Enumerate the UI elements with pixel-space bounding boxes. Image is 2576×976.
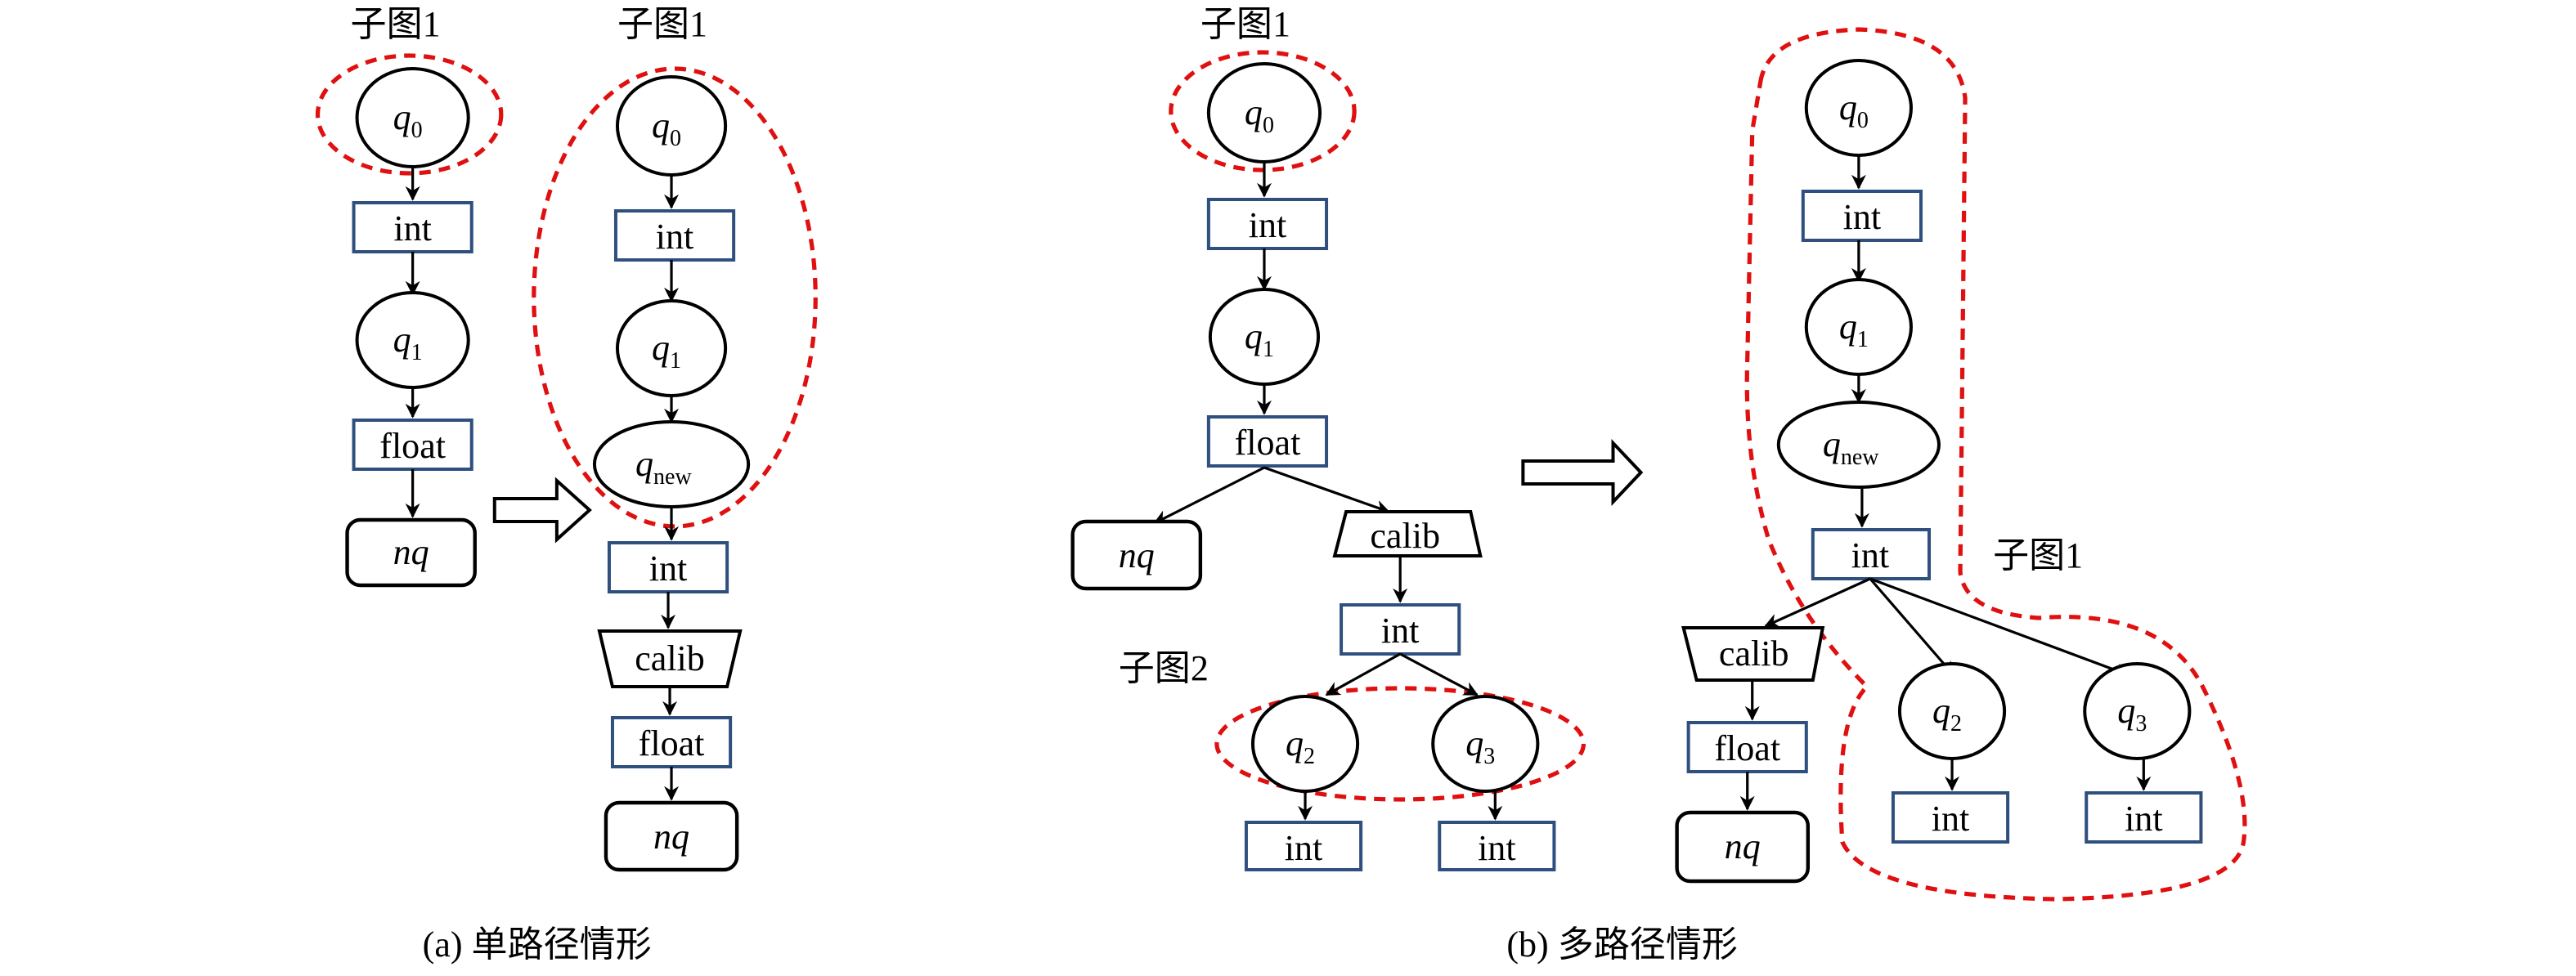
state-label-q3: q3 <box>1465 723 1495 769</box>
state-label-q1: q1 <box>1245 316 1274 362</box>
cast-node-float <box>352 419 473 471</box>
terminal-label: nq <box>1725 826 1761 866</box>
cast-node-int <box>1244 821 1363 871</box>
state-node-qnew <box>1776 401 1941 489</box>
edge <box>1263 466 1390 515</box>
cast-label: int <box>393 208 431 248</box>
terminal-label: nq <box>1119 535 1155 575</box>
terminal-label: nq <box>653 817 689 857</box>
edge <box>1869 577 1955 677</box>
panel-b-after: 子图1 q0 int q1 qnew int calib float nq q2… <box>1675 27 2247 902</box>
panel-a-before: 子图1 q0 int q1 float nq <box>315 4 504 588</box>
cast-label: int <box>1851 535 1889 575</box>
cast-label: int <box>1249 205 1286 245</box>
group-label-subgraph1: 子图1 <box>1993 535 2083 575</box>
cast-label: int <box>1285 828 1322 868</box>
calib-label: calib <box>1719 634 1789 674</box>
panel-a-after: 子图1 q0 int q1 qnew int calib float nq <box>532 4 818 872</box>
state-label-q0: q0 <box>652 105 681 151</box>
state-node-q3 <box>1431 695 1540 793</box>
subgraph2-outline <box>1214 686 1586 802</box>
panel-b-before: 子图1 q0 int q1 float nq calib int 子图2 q2 … <box>1070 4 1586 871</box>
calib-label: calib <box>1370 516 1440 556</box>
state-label-q3: q3 <box>2117 691 2147 736</box>
state-label-q1: q1 <box>393 320 423 365</box>
cast-label: float <box>1714 728 1780 768</box>
calib-label: calib <box>635 638 705 678</box>
cast-node-int <box>607 541 729 593</box>
state-label-q1: q1 <box>652 328 681 374</box>
cast-label: int <box>656 217 693 257</box>
terminal-node-nq <box>345 517 477 588</box>
cast-node-int <box>1206 198 1329 250</box>
cast-node-float <box>1206 415 1329 468</box>
edge <box>1325 652 1401 696</box>
cast-label: float <box>1235 423 1301 463</box>
cast-node-int <box>2085 791 2203 844</box>
cast-label: int <box>649 548 687 589</box>
cast-label: int <box>2125 799 2162 839</box>
cast-label: int <box>1843 197 1881 237</box>
state-label-q2: q2 <box>1932 691 1962 736</box>
subgraph1-outline <box>315 53 504 176</box>
state-label-qnew: qnew <box>1823 424 1879 470</box>
subgraph1-outline <box>532 66 818 529</box>
cast-node-int <box>613 209 736 262</box>
caption-b: (b) 多路径情形 <box>1506 925 1738 965</box>
calib-node <box>1332 510 1483 557</box>
terminal-label: nq <box>393 532 429 572</box>
state-label-q0: q0 <box>393 97 423 143</box>
edge <box>1764 577 1871 628</box>
calib-node <box>1681 626 1825 682</box>
cast-label: float <box>379 426 446 466</box>
cast-node-float <box>610 716 733 768</box>
cast-node-float <box>1686 721 1808 773</box>
cast-label: int <box>1381 611 1419 651</box>
state-label-q0: q0 <box>1839 87 1869 133</box>
state-label-qnew: qnew <box>635 444 692 490</box>
caption-a: (a) 单路径情形 <box>423 925 652 965</box>
edge <box>1399 652 1479 696</box>
hollow-right-arrow-icon <box>1521 438 1644 507</box>
terminal-node-nq <box>1675 810 1811 884</box>
cast-label: int <box>1932 799 1969 839</box>
terminal-node-nq <box>604 800 739 872</box>
state-label-q2: q2 <box>1286 723 1315 769</box>
cast-node-int <box>1891 791 2010 844</box>
hollow-right-arrow-icon <box>492 477 592 544</box>
cast-node-int <box>1438 821 1556 871</box>
state-node-q3 <box>2083 662 2192 760</box>
group-label-subgraph1: 子图1 <box>1200 4 1290 44</box>
group-label-subgraph1: 子图1 <box>351 4 441 44</box>
cast-label: float <box>639 723 705 763</box>
state-label-q0: q0 <box>1245 92 1274 138</box>
cast-node-int <box>1801 190 1923 242</box>
calib-node <box>597 629 743 688</box>
edge <box>1869 577 2130 678</box>
state-label-q1: q1 <box>1839 307 1869 352</box>
cast-label: int <box>1478 828 1515 868</box>
terminal-node-nq <box>1070 519 1203 591</box>
cast-node-int <box>1811 528 1931 580</box>
group-label-subgraph2: 子图2 <box>1119 648 1209 688</box>
subgraph1-outline <box>1169 50 1357 172</box>
group-label-subgraph1: 子图1 <box>617 4 707 44</box>
edge <box>1153 466 1265 525</box>
